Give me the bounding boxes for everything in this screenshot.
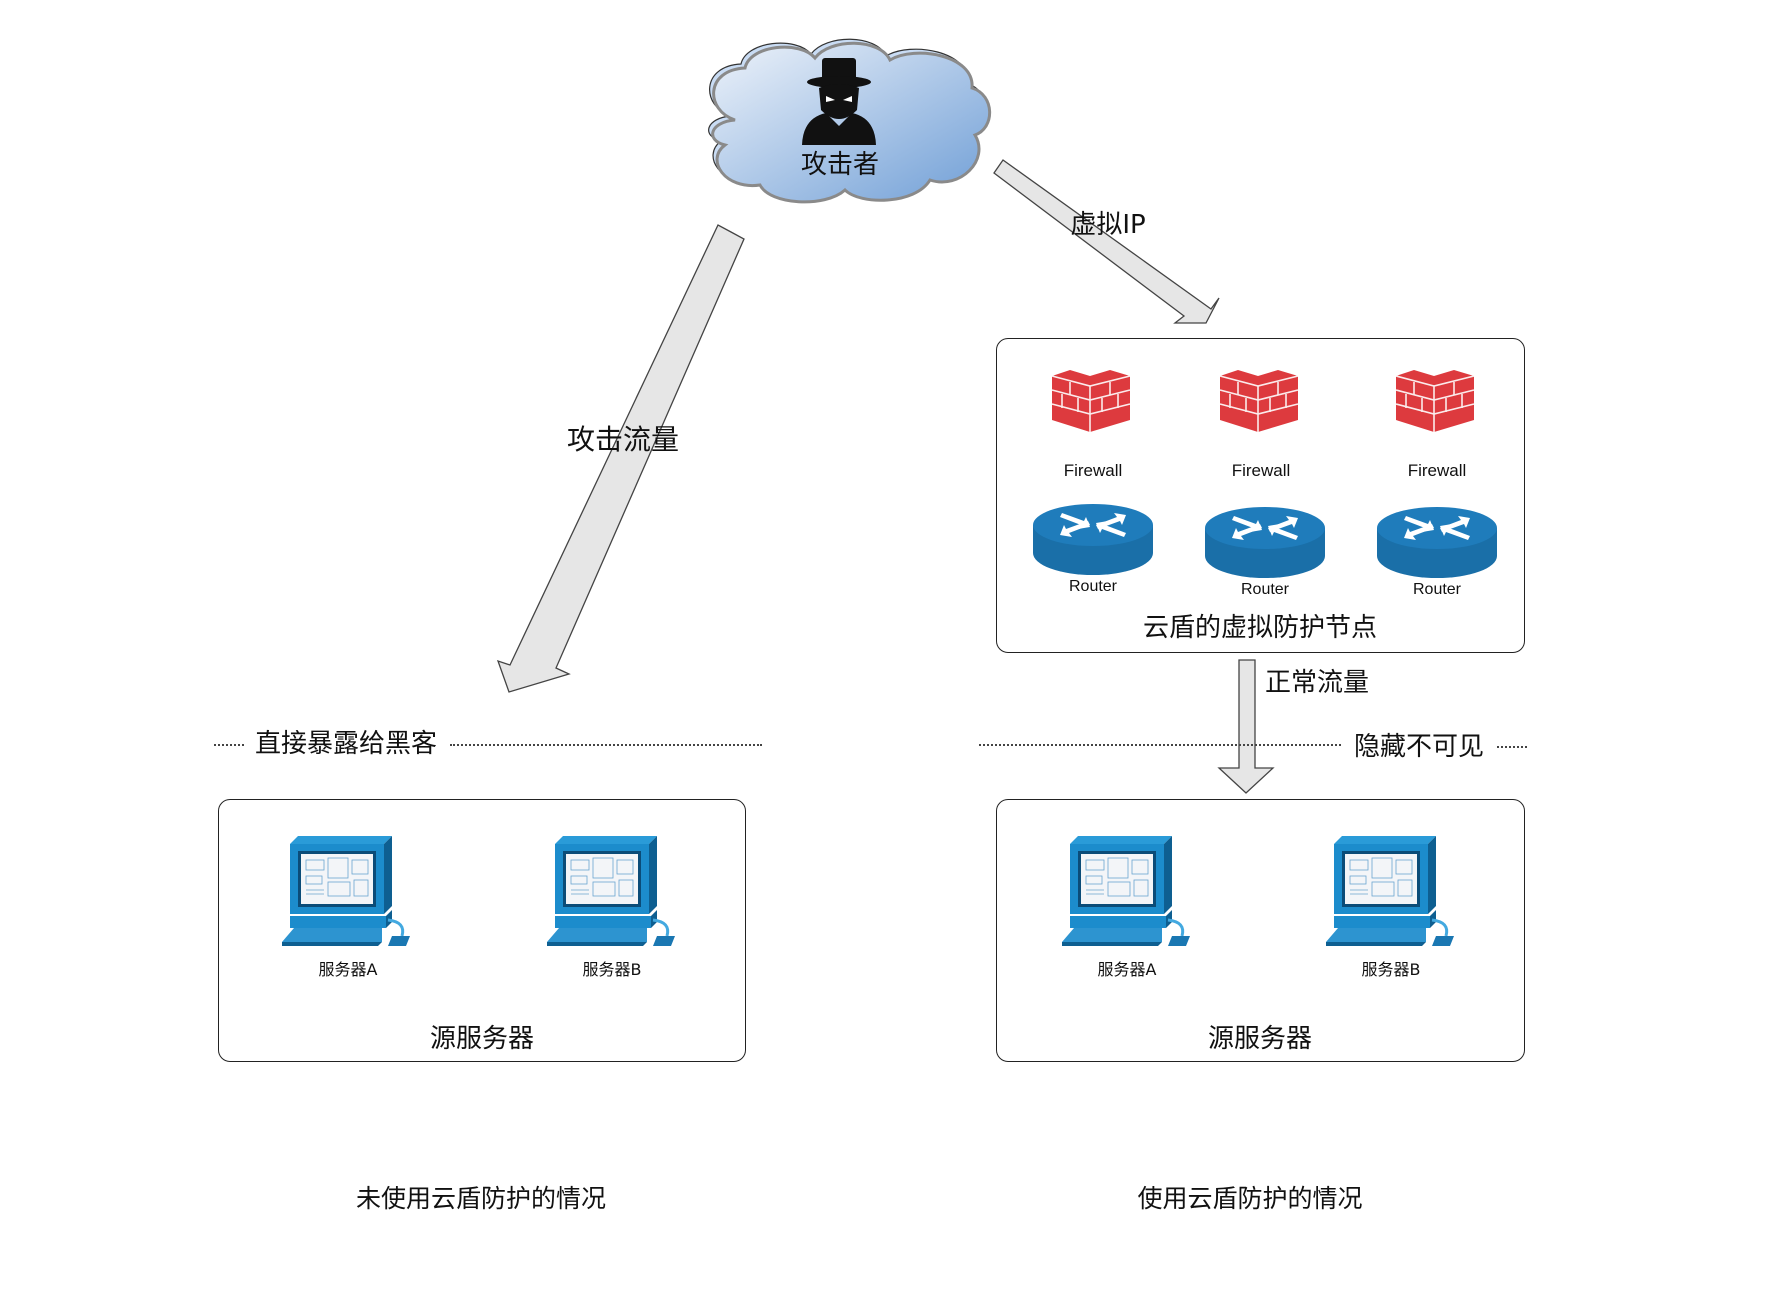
caption-protected: 使用云盾防护的情况 — [1137, 1184, 1363, 1213]
normal-traffic-arrow — [1217, 659, 1275, 794]
virtual-ip-label: 虚拟IP — [1070, 210, 1146, 240]
origin-server-title: 源服务器 — [429, 1024, 535, 1054]
router-label: Router — [1240, 581, 1290, 598]
caption-unprotected: 未使用云盾防护的情况 — [355, 1184, 607, 1213]
router-icon — [1033, 504, 1153, 575]
firewall-icon — [1219, 370, 1299, 432]
router-icon — [1377, 507, 1497, 578]
origin-server-title: 源服务器 — [1207, 1024, 1313, 1054]
virtual-ip-arrow — [993, 159, 1220, 324]
firewall-icon — [1395, 370, 1475, 432]
separator-dots — [1497, 746, 1527, 748]
firewall-icon — [1051, 370, 1131, 432]
separator-dots — [214, 744, 244, 746]
hidden-label: 隐藏不可见 — [1354, 732, 1485, 762]
exposed-label: 直接暴露给黑客 — [255, 729, 438, 759]
server-label: 服务器A — [318, 960, 378, 979]
hacker-icon — [802, 58, 876, 145]
separator-dots — [979, 744, 1341, 746]
firewall-label: Firewall — [1063, 461, 1123, 480]
server-icon — [547, 836, 675, 946]
protection-node-title: 云盾的虚拟防护节点 — [1142, 613, 1378, 643]
router-label: Router — [1068, 578, 1118, 595]
firewall-label: Firewall — [1231, 461, 1291, 480]
server-label: 服务器A — [1097, 960, 1157, 979]
firewall-label: Firewall — [1407, 461, 1467, 480]
separator-dots — [450, 744, 762, 746]
normal-traffic-label: 正常流量 — [1265, 668, 1370, 698]
attacker-label: 攻击者 — [800, 150, 880, 180]
router-icon — [1205, 507, 1325, 578]
router-label: Router — [1412, 581, 1462, 598]
attack-traffic-arrow — [496, 224, 745, 693]
server-icon — [1326, 836, 1454, 946]
server-icon — [1062, 836, 1190, 946]
server-icon — [282, 836, 410, 946]
server-label: 服务器B — [1361, 960, 1421, 979]
server-label: 服务器B — [582, 960, 642, 979]
attack-traffic-label: 攻击流量 — [566, 423, 680, 456]
